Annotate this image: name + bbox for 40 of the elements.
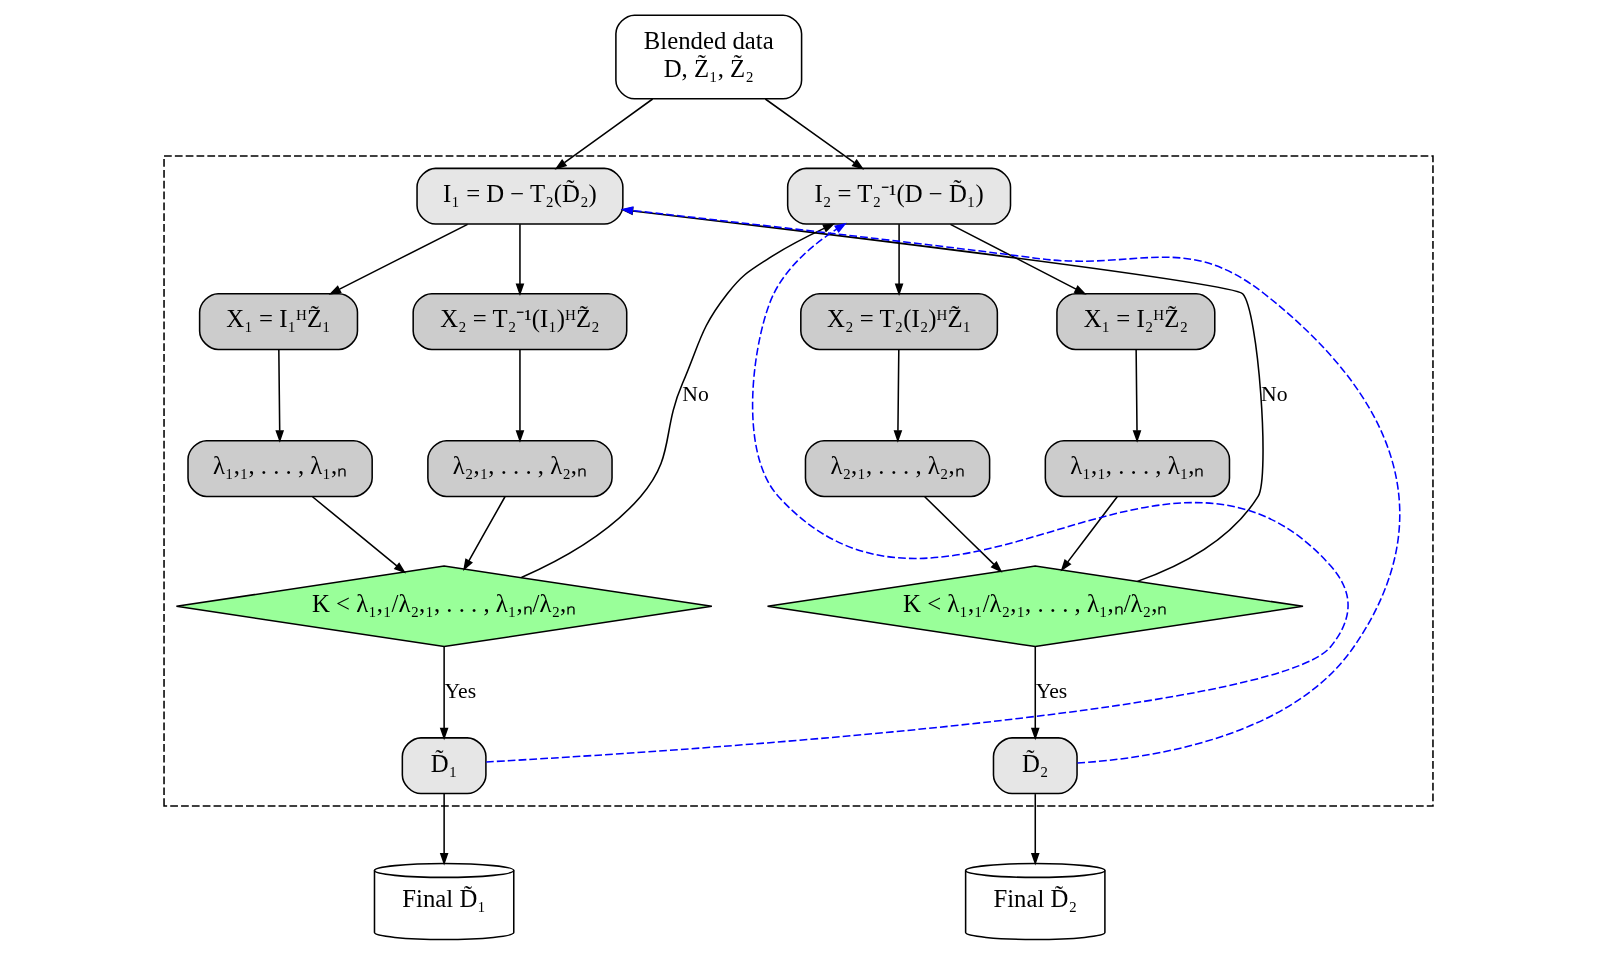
arrow xyxy=(894,223,904,296)
arrow xyxy=(949,223,1087,295)
node-box: D̃₂ xyxy=(992,736,1078,794)
arrow xyxy=(893,348,903,443)
arrow xyxy=(439,645,449,740)
arrow xyxy=(520,222,836,578)
node-box: I₁ = D − T₂(D̃₂) xyxy=(416,167,624,225)
node-diamond: K < λ₁,₁/λ₂,₁, . . . , λ₁,ₙ/λ₂,ₙ xyxy=(766,564,1304,647)
cluster xyxy=(163,154,1434,807)
edge-label: No xyxy=(1261,381,1288,406)
arrow xyxy=(311,495,407,574)
node-box: X₂ = T₂⁻¹(I₁)ᴴZ̃₂ xyxy=(412,292,628,350)
node-box: Blended data D, Z̃₁, Z̃₂ xyxy=(615,13,803,100)
edge-label: No xyxy=(682,381,709,406)
node-box: D̃₁ xyxy=(401,736,487,794)
arrow xyxy=(485,222,1349,763)
arrow xyxy=(275,348,285,443)
node-box: X₁ = I₂ᴴZ̃₂ xyxy=(1056,292,1216,350)
node-box: λ₁,₁, . . . , λ₁,ₙ xyxy=(187,439,373,497)
arrow xyxy=(1060,495,1118,571)
node-diamond: K < λ₁,₁/λ₂,₁, . . . , λ₁,ₙ/λ₂,ₙ xyxy=(175,564,713,647)
node-box: λ₁,₁, . . . , λ₁,ₙ xyxy=(1044,439,1231,497)
node-box: λ₂,₁, . . . , λ₂,ₙ xyxy=(427,439,613,497)
arrow xyxy=(1030,792,1040,865)
arrow xyxy=(515,348,525,443)
arrow xyxy=(923,495,1003,573)
arrow xyxy=(328,223,469,295)
edge-label: Yes xyxy=(444,678,477,703)
arrow xyxy=(1030,645,1040,740)
node-box: λ₂,₁, . . . , λ₂,ₙ xyxy=(804,439,991,497)
node-box: I₂ = T₂⁻¹(D − D̃₁) xyxy=(786,167,1012,225)
arrow xyxy=(554,97,654,170)
arrow xyxy=(463,495,506,571)
arrow xyxy=(515,223,525,296)
arrow xyxy=(1132,348,1142,443)
arrow xyxy=(764,97,865,170)
node-box: X₂ = T₂(I₂)ᴴZ̃₁ xyxy=(800,292,999,350)
node-box: X₁ = I₁ᴴZ̃₁ xyxy=(198,292,359,350)
edge-label: Yes xyxy=(1035,678,1068,703)
arrow xyxy=(439,792,449,865)
